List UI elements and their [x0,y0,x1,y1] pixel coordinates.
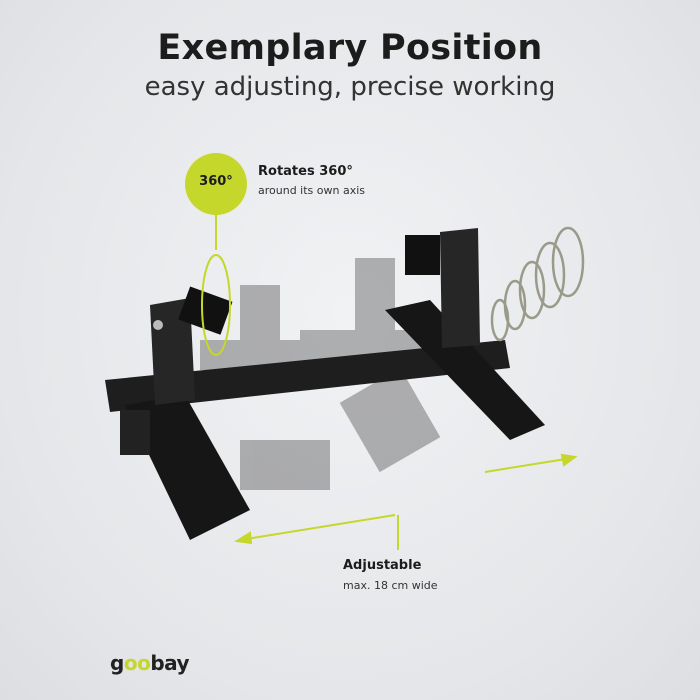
adjustable-title: Adjustable [343,558,422,573]
rotation-arrow-icon [201,254,231,356]
left-foot [125,395,250,540]
right-jaw [405,235,440,275]
ghost-upright [240,285,280,360]
screw-icon [153,320,163,330]
ghost-foot [240,440,330,490]
rotation-title: Rotates 360° [258,164,353,179]
brand-logo: goobay [110,651,190,675]
rail [105,340,510,412]
subheadline: easy adjusting, precise working [144,72,556,102]
right-upright [440,228,480,348]
rotation-subtitle: around its own axis [258,184,366,197]
left-clamp-block [120,410,150,455]
headline: Exemplary Position [157,28,543,68]
rotation-badge-label: 360° [199,174,233,189]
right-foot [385,300,545,440]
ghost-foot [339,367,441,473]
ghost-upright [355,258,395,338]
left-jaw [178,286,233,335]
width-arrow-icon [234,453,578,550]
soldering-iron-holder-spring [490,226,585,342]
adjustable-subtitle: max. 18 cm wide [343,579,438,592]
rotation-badge: 360° [185,153,247,215]
